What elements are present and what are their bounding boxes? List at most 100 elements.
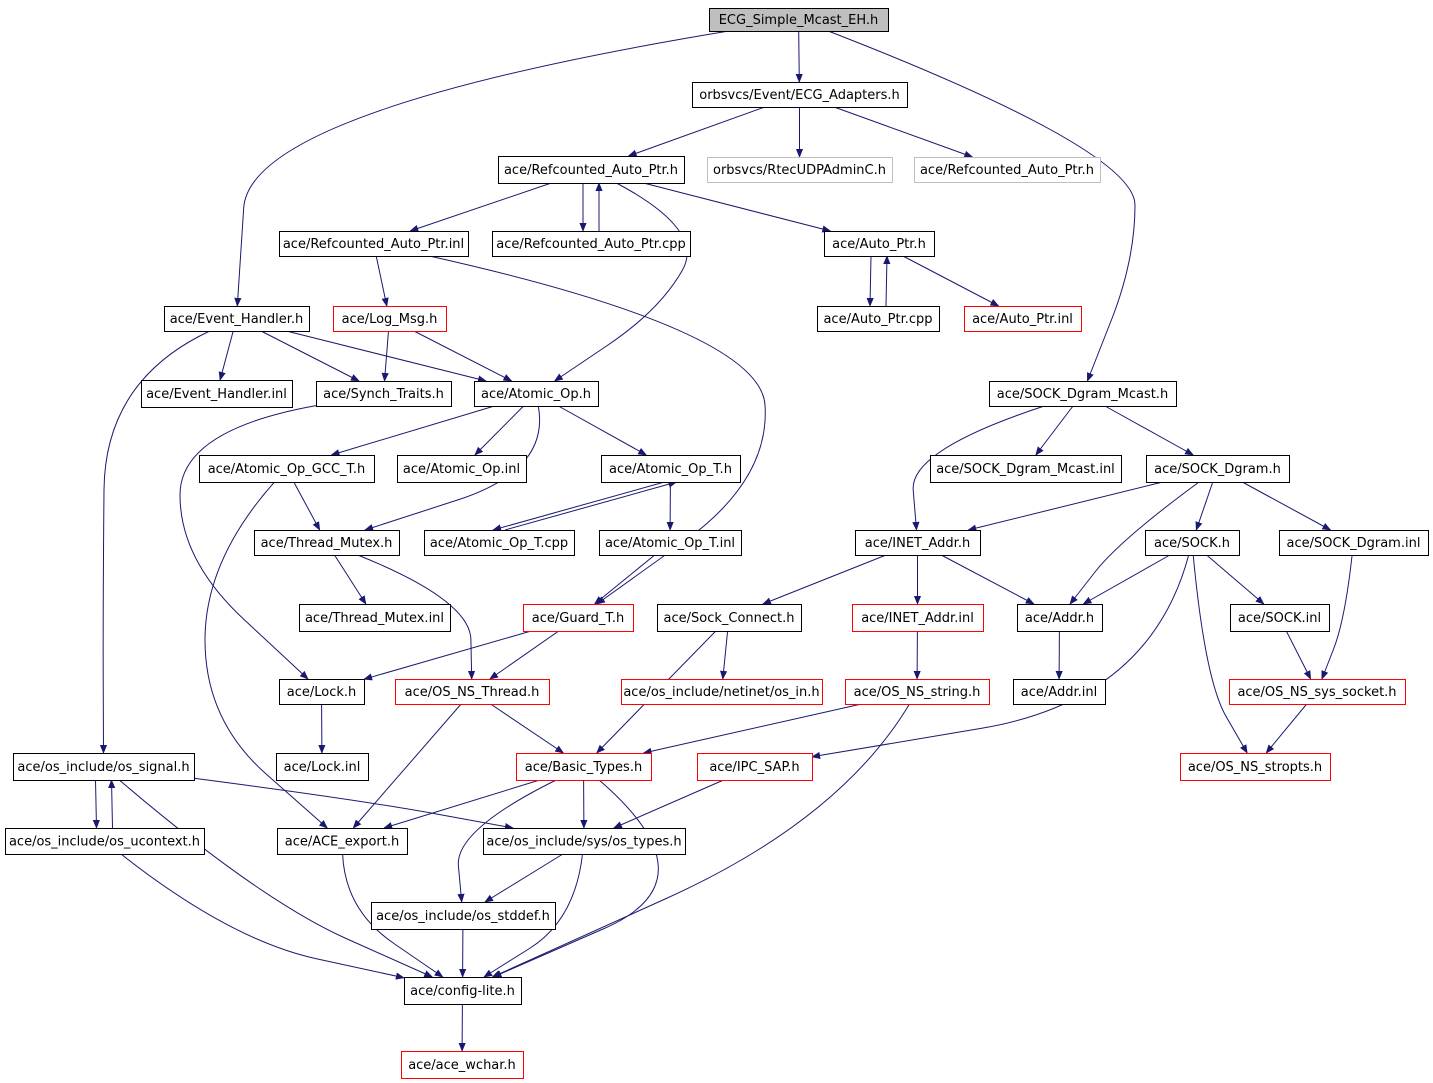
node-label: ace/os_include/os_ucontext.h: [9, 835, 200, 850]
node-inet-addr-inl[interactable]: ace/INET_Addr.inl: [852, 604, 984, 632]
node-label: ace/SOCK_Dgram_Mcast.h: [997, 387, 1168, 402]
node-os-ns-thread[interactable]: ace/OS_NS_Thread.h: [395, 679, 550, 705]
node-lock-h[interactable]: ace/Lock.h: [279, 679, 365, 705]
edge-inet_addr_h-to-sock_connect: [762, 554, 887, 605]
node-label: ace/SOCK.h: [1154, 536, 1230, 551]
node-auto-ptr-cpp[interactable]: ace/Auto_Ptr.cpp: [817, 306, 940, 332]
node-auto-ptr-h[interactable]: ace/Auto_Ptr.h: [824, 231, 935, 257]
edge-refc_auto_ptr_h-to-atomic_op_h: [553, 182, 688, 382]
node-lock-inl[interactable]: ace/Lock.inl: [276, 753, 369, 781]
edge-sock_inl-to-os_ns_sys_socket: [1285, 630, 1312, 680]
node-event-handler-inl[interactable]: ace/Event_Handler.inl: [141, 380, 293, 408]
edge-root-to-sock_dgram_mcast_h: [828, 30, 1136, 382]
node-label: ace/Auto_Ptr.h: [832, 237, 926, 252]
node-box: [13, 753, 195, 781]
node-os-stddef[interactable]: ace/os_include/os_stddef.h: [371, 902, 556, 930]
node-label: ace/os_include/sys/os_types.h: [486, 835, 681, 850]
edge-inet_addr_h-to-addr_h: [940, 554, 1035, 605]
node-os-in[interactable]: ace/os_include/netinet/os_in.h: [621, 679, 823, 705]
node-atomic-op-t-cpp[interactable]: ace/Atomic_Op_T.cpp: [424, 530, 575, 556]
edge-os_signal-to-os_types: [193, 777, 514, 831]
node-label: ace/Auto_Ptr.cpp: [823, 312, 932, 327]
node-refc-inl[interactable]: ace/Refcounted_Auto_Ptr.inl: [279, 231, 469, 257]
node-config-lite[interactable]: ace/config-lite.h: [404, 977, 522, 1005]
node-ipc-sap[interactable]: ace/IPC_SAP.h: [697, 753, 813, 781]
node-label: ace/Thread_Mutex.h: [261, 536, 393, 551]
node-thread-mutex-h[interactable]: ace/Thread_Mutex.h: [254, 530, 400, 556]
node-synch-traits[interactable]: ace/Synch_Traits.h: [316, 381, 452, 407]
node-os-signal[interactable]: ace/os_include/os_signal.h: [13, 753, 195, 781]
node-box: [1180, 753, 1331, 781]
node-atomic-op-t-h[interactable]: ace/Atomic_Op_T.h: [601, 455, 741, 483]
node-box: [599, 530, 742, 556]
edge-sock_h-to-sock_inl: [1206, 554, 1265, 605]
node-sock-h[interactable]: ace/SOCK.h: [1145, 530, 1240, 556]
node-box: [1279, 530, 1429, 556]
node-box: [164, 306, 310, 332]
node-sock-dgram-mcast-inl[interactable]: ace/SOCK_Dgram_Mcast.inl: [930, 455, 1122, 483]
node-sock-connect[interactable]: ace/Sock_Connect.h: [657, 604, 802, 632]
node-inet-addr-h[interactable]: ace/INET_Addr.h: [855, 530, 981, 556]
edge-sock_dgram_mcast_h-to-sock_dgram_mcast_inl: [1035, 405, 1074, 456]
node-label: ace/Basic_Types.h: [525, 760, 642, 775]
node-rtec-udp[interactable]: orbsvcs/RtecUDPAdminC.h: [707, 157, 893, 183]
node-thread-mutex-inl[interactable]: ace/Thread_Mutex.inl: [299, 604, 451, 632]
node-label: ace/config-lite.h: [410, 984, 515, 999]
node-ecg-adapters[interactable]: orbsvcs/Event/ECG_Adapters.h: [692, 82, 908, 108]
node-basic-types[interactable]: ace/Basic_Types.h: [516, 753, 652, 781]
edge-atomic_op_t_cpp-to-atomic_op_t_h: [504, 480, 678, 531]
node-atomic-op-t-inl[interactable]: ace/Atomic_Op_T.inl: [599, 530, 742, 556]
node-box: [316, 381, 452, 407]
node-label: ace/Log_Msg.h: [342, 312, 438, 327]
node-atomic-op-h[interactable]: ace/Atomic_Op.h: [474, 381, 599, 407]
edge-atomic_op_t_h-to-atomic_op_t_cpp: [492, 481, 665, 532]
edge-basic_types-to-config_lite: [492, 779, 659, 978]
node-event-handler-h[interactable]: ace/Event_Handler.h: [164, 306, 310, 332]
node-sock-dgram-h[interactable]: ace/SOCK_Dgram.h: [1146, 455, 1290, 483]
node-guard-t[interactable]: ace/Guard_T.h: [523, 604, 634, 632]
edge-thread_mutex_h-to-os_ns_thread: [357, 554, 476, 680]
node-refc-auto-ptr-h2[interactable]: ace/Refcounted_Auto_Ptr.h: [914, 157, 1101, 183]
node-os-ns-string[interactable]: ace/OS_NS_string.h: [845, 679, 990, 705]
node-sock-inl[interactable]: ace/SOCK.inl: [1230, 604, 1330, 632]
node-atomic-gcc[interactable]: ace/Atomic_Op_GCC_T.h: [199, 455, 375, 483]
node-box: [498, 156, 685, 184]
edge-refc_inl-to-guard_t: [429, 255, 766, 605]
edge-refc_inl-to-log_msg: [375, 255, 389, 307]
edge-atomic_op_h-to-atomic_op_inl: [474, 405, 524, 456]
edge-root-to-event_handler_h: [234, 30, 729, 307]
node-refc-cpp[interactable]: ace/Refcounted_Auto_Ptr.cpp: [492, 231, 691, 257]
node-os-ns-stropts[interactable]: ace/OS_NS_stropts.h: [1180, 753, 1331, 781]
node-os-types[interactable]: ace/os_include/sys/os_types.h: [483, 828, 686, 855]
node-auto-ptr-inl[interactable]: ace/Auto_Ptr.inl: [964, 306, 1082, 332]
edge-layer: [92, 30, 1353, 1052]
node-addr-h[interactable]: ace/Addr.h: [1017, 604, 1103, 632]
node-box: [401, 1051, 524, 1079]
edge-atomic_gcc-to-thread_mutex_h: [293, 481, 321, 531]
edge-basic_types-to-ace_export: [383, 779, 540, 830]
node-sock-dgram-inl[interactable]: ace/SOCK_Dgram.inl: [1279, 530, 1429, 556]
node-os-ucontext[interactable]: ace/os_include/os_ucontext.h: [5, 828, 205, 855]
node-label: ace/INET_Addr.h: [865, 536, 970, 551]
edge-event_handler_h-to-event_handler_inl: [218, 330, 234, 381]
edge-basic_types-to-os_stddef: [457, 779, 557, 903]
node-label: ace/OS_NS_stropts.h: [1188, 760, 1322, 775]
node-root[interactable]: ECG_Simple_Mcast_EH.h: [709, 8, 889, 32]
node-addr-inl[interactable]: ace/Addr.inl: [1013, 679, 1106, 705]
node-box: [621, 679, 823, 705]
node-log-msg[interactable]: ace/Log_Msg.h: [333, 306, 447, 332]
node-sock-dgram-mcast-h[interactable]: ace/SOCK_Dgram_Mcast.h: [989, 381, 1177, 407]
node-refc-auto-ptr-h[interactable]: ace/Refcounted_Auto_Ptr.h: [498, 156, 685, 184]
node-box: [483, 828, 686, 855]
edge-atomic_gcc-to-ace_export: [204, 481, 328, 829]
node-box: [404, 977, 522, 1005]
edge-ace_export-to-config_lite: [342, 853, 444, 978]
node-ace-export[interactable]: ace/ACE_export.h: [277, 828, 408, 855]
edge-sock_h-to-addr_h: [1082, 554, 1171, 605]
edge-sock_h-to-ipc_sap: [811, 554, 1190, 760]
node-os-ns-sys-socket[interactable]: ace/OS_NS_sys_socket.h: [1229, 679, 1406, 705]
node-ace-wchar[interactable]: ace/ace_wchar.h: [401, 1051, 524, 1079]
node-label: ace/Atomic_Op_T.h: [609, 462, 732, 477]
edge-refc_auto_ptr_h-to-refc_inl: [409, 182, 552, 232]
node-atomic-op-inl[interactable]: ace/Atomic_Op.inl: [397, 455, 527, 483]
